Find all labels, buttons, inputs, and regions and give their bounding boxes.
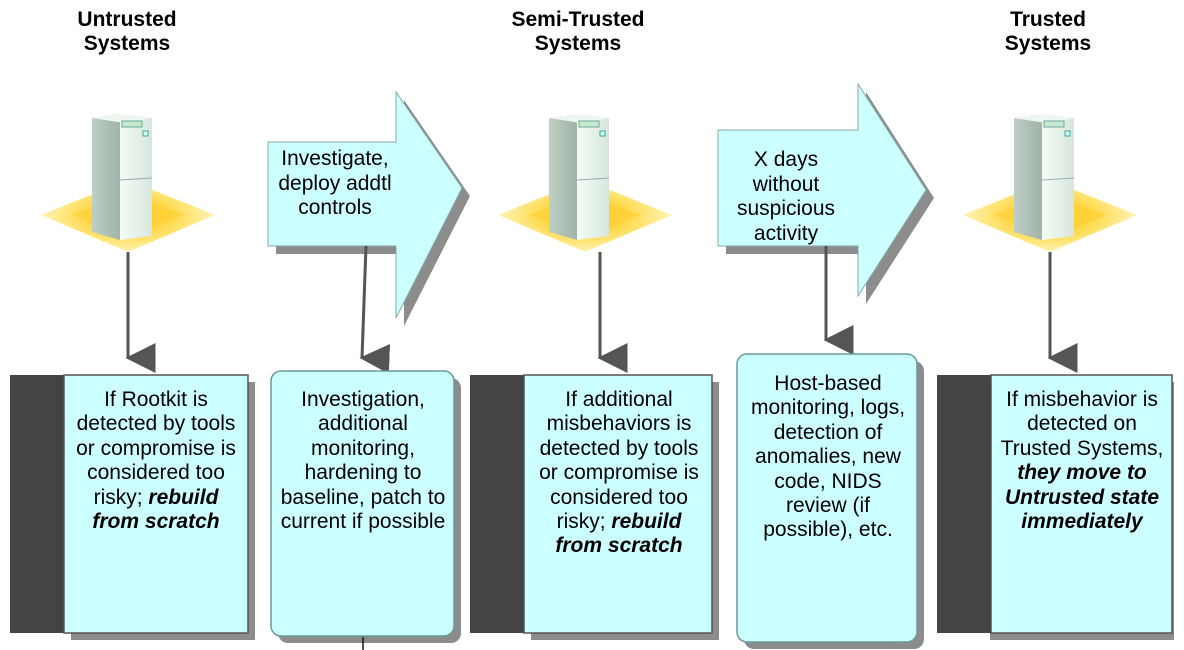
untrusted-box-text: If Rootkit is detected by tools or compr… (74, 388, 238, 534)
untrusted-box-body: If Rootkit is detected by tools or compr… (76, 388, 236, 509)
server-icon (41, 114, 215, 252)
transition-box-1-text: Investigation, additional monitoring, ha… (280, 388, 446, 534)
transition-box-2 (736, 353, 924, 649)
semi-box-text: If additional misbehaviors is detected b… (534, 388, 704, 559)
untrusted-box-emphasis: rebuild from scratch (92, 485, 220, 534)
server-icon (498, 114, 672, 252)
semi-trusted-title: Semi-Trusted Systems (511, 8, 645, 55)
transition-arrow-1 (267, 90, 470, 326)
transition-arrow-2 (717, 82, 934, 304)
semi-box-body: If additional misbehaviors is detected b… (539, 388, 699, 534)
transition-box-1 (270, 370, 461, 643)
trusted-title: Trusted Systems (1004, 8, 1092, 55)
untrusted-box (10, 374, 255, 640)
transition-box-2-text: Host-based monitoring, logs, detection o… (750, 372, 906, 542)
server-icon (963, 114, 1137, 252)
semi-box-emphasis: rebuild from scratch (555, 510, 683, 558)
trusted-box (937, 374, 1174, 640)
arrow-2-label: X days without suspicious activity (736, 148, 836, 245)
trusted-box-text: If misbehavior is detected on Trusted Sy… (998, 388, 1166, 534)
arrow-1-label: Investigate, deploy addtl controls (278, 147, 392, 219)
connector-arrow-1 (359, 245, 391, 374)
trusted-box-emphasis: they move to Untrusted state immediately (1004, 461, 1160, 534)
semi-box (470, 374, 719, 640)
trusted-box-body: If misbehavior is detected on Trusted Sy… (1000, 388, 1164, 460)
untrusted-title: Untrusted Systems (77, 8, 177, 55)
